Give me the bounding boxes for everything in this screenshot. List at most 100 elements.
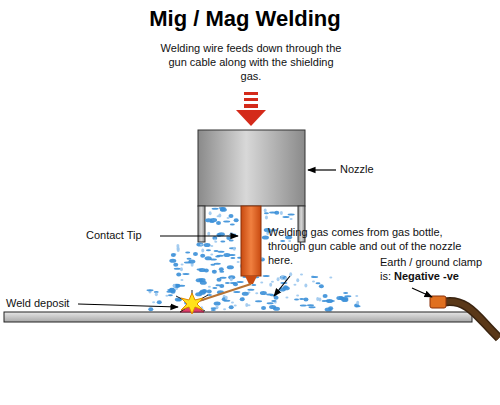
gas-droplet (180, 267, 183, 271)
welding-wire (196, 284, 251, 302)
gas-droplet (182, 273, 189, 275)
gas-droplet (220, 241, 225, 243)
gas-droplet (288, 213, 295, 215)
gas-droplet (260, 291, 267, 295)
gas-droplet (296, 278, 299, 282)
gas-droplet (326, 299, 333, 303)
gas-droplet (218, 214, 221, 218)
gas-droplet (212, 270, 217, 274)
gas-droplet (280, 211, 283, 215)
gas-droplet (264, 209, 267, 213)
gas-droplet (216, 221, 221, 225)
gas-droplet (255, 292, 258, 294)
gas-droplet (255, 300, 262, 302)
gas-droplet (214, 301, 221, 305)
gas-droplet (316, 297, 319, 301)
gas-droplet (167, 289, 172, 291)
gas-droplet (341, 298, 348, 302)
gas-droplet (322, 300, 327, 302)
gas-droplet (289, 272, 292, 276)
gas-droplet (207, 232, 210, 236)
gas-droplet (296, 294, 299, 296)
gas-droplet (229, 240, 234, 242)
gas-droplet (219, 207, 226, 209)
gas-droplet (304, 284, 307, 288)
contact-tip (241, 206, 261, 284)
gas-droplet (215, 284, 220, 286)
gas-droplet (251, 284, 256, 286)
gas-droplet (177, 248, 180, 252)
gas-droplet (307, 304, 314, 306)
gas-droplet (247, 304, 250, 306)
gas-droplet (171, 253, 176, 257)
gas-droplet (247, 289, 254, 291)
part-label: Weld deposit (6, 297, 78, 311)
gas-droplet (157, 300, 162, 304)
clamp-callout: Earth / ground clamp is: Negative -ve (380, 256, 496, 284)
gas-droplet (328, 306, 333, 310)
gas-droplet (230, 257, 235, 259)
gas-droplet (269, 305, 276, 309)
gas-droplet (173, 284, 176, 288)
gas-droplet (263, 275, 270, 277)
gas-droplet (152, 301, 155, 303)
gas-droplet (280, 277, 283, 279)
gas-droplet (269, 283, 272, 287)
part-label: Nozzle (340, 163, 400, 177)
part-label: Contact Tip (86, 229, 160, 243)
gas-droplet (196, 243, 203, 247)
gas-droplet (185, 252, 190, 254)
gas-droplet (204, 243, 211, 247)
gas-droplet (293, 284, 296, 286)
gas-droplet (355, 295, 358, 297)
gas-droplet (210, 254, 213, 256)
gas-droplet (188, 260, 195, 264)
gas-droplet (210, 245, 213, 247)
gas-droplet (147, 289, 154, 291)
gas-droplet (230, 282, 237, 284)
gas-droplet (356, 305, 361, 307)
gas-droplet (309, 306, 316, 308)
gas-droplet (213, 238, 216, 240)
gas-droplet (227, 265, 234, 269)
gas-droplet (225, 296, 228, 300)
gas-droplet (267, 302, 274, 304)
gas-droplet (200, 289, 207, 293)
gas-droplet (274, 211, 279, 215)
gas-droplet (283, 286, 290, 290)
gas-droplet (277, 277, 280, 281)
gas-droplet (223, 220, 230, 222)
gas-droplet (228, 214, 233, 218)
gas-droplet (282, 216, 289, 218)
gas-droplet (264, 212, 269, 214)
spacer (391, 270, 394, 282)
gas-droplet (223, 253, 230, 257)
gas-droplet (168, 294, 173, 296)
gas-droplet (217, 251, 224, 253)
gas-droplet (323, 294, 328, 298)
gas-droplet (271, 281, 274, 283)
gas-droplet (271, 300, 276, 302)
earth-clamp (430, 296, 499, 338)
gas-droplet (208, 286, 211, 288)
gas-droplet (219, 284, 224, 288)
feed-note: Welding wire feeds down through the gun … (158, 42, 344, 83)
gas-droplet (356, 301, 359, 305)
gas-droplet (230, 224, 235, 226)
gas-droplet (209, 211, 212, 215)
gas-droplet (207, 290, 212, 294)
gas-droplet (294, 298, 299, 300)
gas-droplet (204, 268, 209, 272)
arc-spark (176, 290, 208, 314)
gas-droplet (214, 263, 221, 265)
gas-droplet (312, 281, 315, 283)
gas-droplet (200, 254, 205, 258)
gas-droplet (214, 241, 217, 243)
gas-droplet (300, 274, 303, 276)
gas-droplet (210, 258, 217, 260)
gas-droplet (329, 276, 332, 278)
diagram-title: Mig / Mag Welding (0, 6, 490, 32)
gas-droplet (173, 284, 180, 288)
gas-droplet (227, 217, 230, 219)
gas-droplet (300, 304, 307, 306)
